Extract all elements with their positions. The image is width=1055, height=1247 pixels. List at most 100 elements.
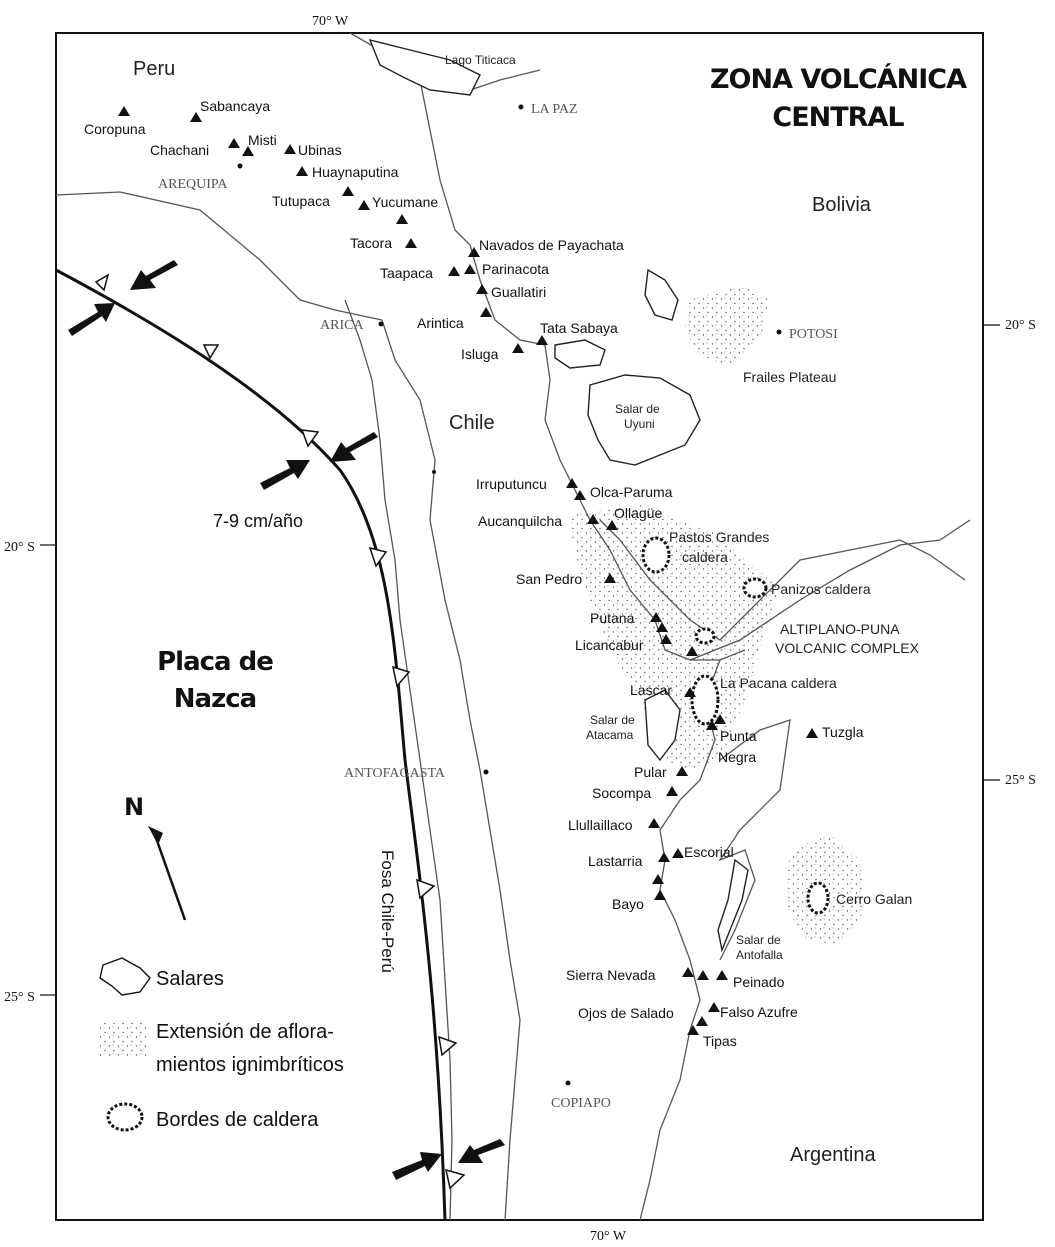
city-dots [237, 104, 782, 1086]
north-label: N [124, 793, 144, 821]
volcano-misti: Misti [248, 132, 277, 148]
panizos-caldera [742, 577, 768, 599]
volcano-arintica: Arintica [417, 315, 464, 331]
arrow-out-north-1 [130, 260, 178, 290]
legend-ignimbrite-label-2: mientos ignimbríticos [156, 1054, 344, 1076]
drainage-2 [718, 719, 791, 961]
volcano-ojos-de-salado: Ojos de Salado [578, 1005, 674, 1021]
trench-teeth [94, 273, 466, 1190]
volcano-taapaca: Taapaca [380, 265, 433, 281]
panizos-label: Panizos caldera [771, 581, 871, 597]
volcano-aucanquilcha: Aucanquilcha [478, 513, 562, 529]
volcano-putana: Putana [590, 610, 635, 626]
coast-outer [344, 299, 453, 1221]
volcano-lastarria: Lastarria [588, 853, 643, 869]
plate-label-line1: Placa de [157, 647, 273, 677]
volcano-pular: Pular [634, 764, 667, 780]
salar-atacama-shape [644, 689, 681, 762]
arrow-out-north-2 [330, 432, 378, 462]
plate-arrows [68, 260, 505, 1180]
city-copiapo: COPIAPO [551, 1096, 611, 1111]
volcano-socompa: Socompa [592, 785, 651, 801]
lat-25-right-label: 25° S [1005, 773, 1036, 788]
volcano-markers [118, 106, 818, 1035]
volcano-huaynaputina: Huaynaputina [312, 164, 399, 180]
legend-salares-icon [99, 957, 151, 996]
salar-antofalla-shape [717, 858, 749, 953]
legend-salares-label: Salares [156, 968, 224, 990]
volcano-falso-azufre: Falso Azufre [720, 1004, 798, 1020]
pastos-grandes-label-2: caldera [682, 549, 728, 565]
salar-coipasa-shape [554, 339, 606, 369]
cerro-galan-caldera [806, 881, 830, 915]
arrow-in-north-2 [260, 460, 310, 490]
city-la-paz: LA PAZ [531, 102, 578, 117]
country-bolivia: Bolivia [812, 194, 872, 216]
city-antofagasta: ANTOFAGASTA [344, 766, 446, 781]
volcano-tutupaca: Tutupaca [272, 193, 330, 209]
country-chile: Chile [449, 412, 495, 434]
lat-25-left-label: 25° S [4, 990, 35, 1005]
legend-ignimbrite-icon [100, 1022, 148, 1058]
volcano-guallatiri: Guallatiri [491, 284, 546, 300]
legend-ignimbrite-label-1: Extensión de aflora- [156, 1021, 334, 1043]
drainage-1 [599, 519, 966, 641]
la-pacana-label: La Pacana caldera [720, 675, 837, 691]
volcano-llullaillaco: Llullaillaco [568, 817, 633, 833]
lat-20-left-label: 20° S [4, 540, 35, 555]
volcano-peinado: Peinado [733, 974, 785, 990]
apvc-label-1: ALTIPLANO-PUNA [780, 621, 900, 637]
salar-atacama-label-1: Salar de [590, 713, 635, 727]
lago-titicaca-label: Lago Titicaca [445, 53, 516, 67]
volcano-yucumane: Yucumane [372, 194, 438, 210]
volcano-lascar: Lascar [630, 682, 672, 698]
arrow-in-south [392, 1152, 442, 1180]
legend-caldera-icon [106, 1102, 144, 1132]
coast-inner-1 [381, 319, 521, 1221]
pastos-grandes-caldera [641, 536, 671, 574]
salar-uyuni-label-2: Uyuni [624, 417, 655, 431]
salar-antofalla-label-2: Antofalla [736, 948, 783, 962]
volcano-punta-negra-2: Negra [718, 749, 756, 765]
salar-antofalla-label-1: Salar de [736, 933, 781, 947]
graticule-ticks [40, 324, 1000, 996]
volcano-sierra-nevada: Sierra Nevada [566, 967, 656, 983]
volcano-tipas: Tipas [703, 1033, 737, 1049]
la-pacana-caldera [690, 674, 720, 726]
arrow-in-north-1 [68, 303, 115, 336]
legend: Salares Extensión de aflora- mientos ign… [99, 957, 344, 1132]
salar-atacama-label-2: Atacama [586, 728, 634, 742]
lon-top-label: 70° W [312, 14, 349, 29]
chile-peru-trench [55, 268, 447, 1221]
volcano-coropuna: Coropuna [84, 121, 146, 137]
salares-shapes [368, 38, 749, 953]
volcano-olca-paruma: Olca-Paruma [590, 484, 673, 500]
caldera-rims [641, 536, 830, 915]
apvc-caldera-small [694, 627, 716, 645]
volcano-punta-negra-1: Punta [720, 728, 757, 744]
country-peru: Peru [133, 58, 175, 80]
north-arrow [148, 826, 187, 921]
volcano-parinacota: Parinacota [482, 261, 549, 277]
plate-label-line2: Nazca [174, 684, 256, 714]
cerro-galan-label: Cerro Galan [836, 891, 912, 907]
volcano-sabancaya: Sabancaya [200, 98, 270, 114]
legend-caldera-label: Bordes de caldera [156, 1109, 319, 1131]
map-title-line1: ZONA VOLCÁNICA [710, 63, 967, 95]
lon-bottom-label: 70° W [590, 1229, 627, 1244]
ignimbrite-apvc [570, 505, 780, 770]
volcano-san-pedro: San Pedro [516, 571, 582, 587]
ignimbrite-frailes [685, 285, 770, 365]
salar-uyuni-label-1: Salar de [615, 402, 660, 416]
bolivia-argentina-border [689, 519, 971, 661]
pastos-grandes-label-1: Pastos Grandes [669, 529, 769, 545]
poopo-shape [644, 268, 679, 321]
lago-titicaca-shape [368, 38, 481, 96]
volcano-irruputuncu: Irruputuncu [476, 476, 547, 492]
trench-label: Fosa Chile-Perú [378, 850, 397, 973]
volcano-tacora: Tacora [350, 235, 392, 251]
salar-uyuni-shape [587, 374, 701, 466]
volcano-isluga: Isluga [461, 346, 499, 362]
volcano-ollague: Ollagüe [614, 505, 662, 521]
